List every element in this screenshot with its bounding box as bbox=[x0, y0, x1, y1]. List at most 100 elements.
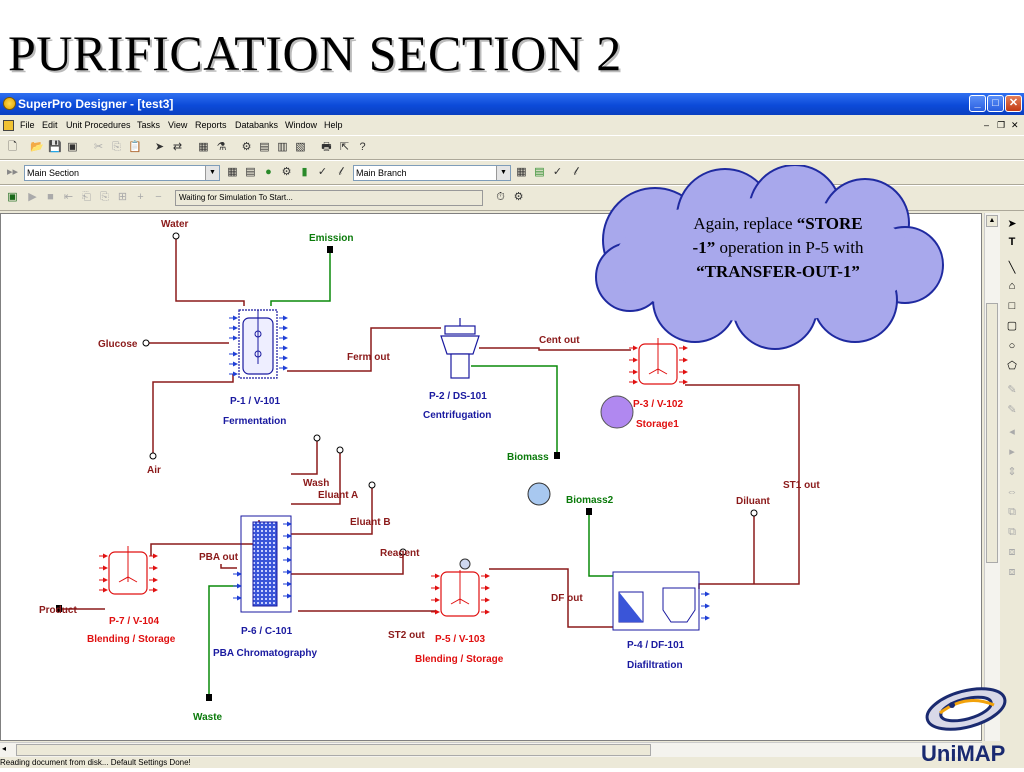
close-button[interactable]: ✕ bbox=[1005, 95, 1022, 112]
p1-id-label: P-1 / V-101 bbox=[230, 396, 280, 407]
horizontal-scroll-thumb[interactable] bbox=[16, 744, 651, 756]
align-left-icon[interactable]: ◂ bbox=[1009, 426, 1015, 438]
flask-icon[interactable]: ⚗ bbox=[216, 141, 227, 153]
menu-window[interactable]: Window bbox=[285, 120, 318, 130]
menu-view[interactable]: View bbox=[168, 120, 188, 130]
eluant-b-label: Eluant B bbox=[350, 517, 391, 528]
branch-combo[interactable]: Main Branch ▼ bbox=[353, 165, 511, 181]
st1-out-stream bbox=[685, 384, 800, 589]
align-horizontal-icon[interactable]: ⇔ bbox=[1006, 486, 1018, 498]
expand-icon[interactable]: ▸▸ bbox=[6, 166, 19, 178]
text-tool-icon[interactable]: T bbox=[1008, 236, 1016, 248]
color-tool-icon[interactable]: ✎ bbox=[1007, 404, 1017, 416]
bring-front-icon[interactable]: ⧈ bbox=[1008, 546, 1016, 558]
purple-marker bbox=[600, 395, 634, 429]
zoom-in-icon[interactable]: + bbox=[137, 191, 144, 203]
chart-icon[interactable]: ▧ bbox=[295, 141, 306, 153]
section-check-icon[interactable]: ✓ bbox=[317, 166, 328, 178]
section-data-icon[interactable]: ▤ bbox=[245, 166, 256, 178]
open-folder-icon[interactable]: 📂 bbox=[30, 141, 44, 153]
pointer-icon[interactable]: ➤ bbox=[154, 141, 165, 153]
report-icon[interactable]: ▤ bbox=[259, 141, 270, 153]
mdi-minimize-icon[interactable]: – bbox=[984, 120, 990, 130]
chevron-down-icon[interactable]: ▼ bbox=[205, 166, 219, 180]
polyline-tool-icon[interactable]: ⌂ bbox=[1008, 280, 1016, 292]
menu-databanks[interactable]: Databanks bbox=[235, 120, 279, 130]
send-back-icon[interactable]: ⧈ bbox=[1008, 566, 1016, 578]
select-pointer-icon[interactable]: ➤ bbox=[1007, 218, 1017, 230]
stream-table-icon[interactable]: ▥ bbox=[277, 141, 288, 153]
stop-icon[interactable]: ■ bbox=[47, 191, 54, 203]
rounded-rect-tool-icon[interactable]: ▢ bbox=[1006, 320, 1018, 332]
maximize-button[interactable]: □ bbox=[987, 95, 1004, 112]
cut-icon[interactable]: ✂ bbox=[93, 141, 104, 153]
callout-text: Again, replace “STORE -1” operation in P… bbox=[636, 212, 920, 284]
solve-icon[interactable]: ⚙ bbox=[241, 141, 252, 153]
section-combo[interactable]: Main Section ▼ bbox=[24, 165, 220, 181]
section-start-icon[interactable]: ● bbox=[265, 166, 272, 178]
branch-label-icon[interactable]: 𝓁 bbox=[573, 166, 578, 178]
scroll-left-icon[interactable]: ◂ bbox=[2, 744, 7, 753]
mdi-close-icon[interactable]: ✕ bbox=[1011, 120, 1019, 130]
help-icon[interactable]: ? bbox=[359, 141, 366, 153]
st1-out-label: ST1 out bbox=[783, 480, 820, 491]
context-help-icon[interactable]: ⇱ bbox=[339, 141, 350, 153]
menu-edit[interactable]: Edit bbox=[42, 120, 58, 130]
flowsheet-canvas[interactable]: Water Glucose Air Ferm out Cent out ST1 … bbox=[0, 213, 982, 741]
play-icon[interactable]: ▶ bbox=[28, 191, 37, 203]
speed-icon[interactable]: ⚙ bbox=[513, 191, 524, 203]
copy-icon[interactable]: ⎘ bbox=[112, 141, 121, 153]
animation-icon[interactable]: ⊞ bbox=[117, 191, 128, 203]
branch-check-icon[interactable]: ✓ bbox=[552, 166, 563, 178]
step-icon[interactable]: ⇤ bbox=[63, 191, 74, 203]
scroll-up-icon[interactable]: ▲ bbox=[986, 215, 998, 227]
biomass-label: Biomass bbox=[507, 452, 549, 463]
menu-unit-procedures[interactable]: Unit Procedures bbox=[66, 120, 131, 130]
ungroup-icon[interactable]: ⧉ bbox=[1008, 526, 1016, 538]
minimize-button[interactable]: _ bbox=[969, 95, 986, 112]
water-label: Water bbox=[161, 219, 189, 230]
ellipse-tool-icon[interactable]: ○ bbox=[1008, 340, 1016, 352]
chevron-down-icon[interactable]: ▼ bbox=[496, 166, 510, 180]
reagent-label: Reagent bbox=[380, 548, 420, 559]
section-properties-icon[interactable]: ▦ bbox=[227, 166, 238, 178]
line-tool-icon[interactable]: ╲ bbox=[1008, 262, 1016, 274]
group-icon[interactable]: ⧉ bbox=[1008, 506, 1016, 518]
calculator-icon[interactable]: ▦ bbox=[198, 141, 209, 153]
section-run-icon[interactable]: ▮ bbox=[301, 166, 308, 178]
save-all-icon[interactable]: ▣ bbox=[67, 141, 78, 153]
polygon-tool-icon[interactable]: ⬠ bbox=[1007, 360, 1017, 372]
glucose-label: Glucose bbox=[98, 339, 138, 350]
menu-file[interactable]: File bbox=[20, 120, 35, 130]
branch-properties-icon[interactable]: ▦ bbox=[516, 166, 527, 178]
simulation-icon[interactable]: ▣ bbox=[7, 191, 18, 203]
window-titlebar[interactable]: SuperPro Designer - [test3] _ □ ✕ bbox=[0, 93, 1024, 115]
section-label-icon[interactable]: 𝓁 bbox=[338, 166, 343, 178]
emission-sink-icon bbox=[327, 246, 333, 253]
superpro-app-icon[interactable] bbox=[3, 97, 16, 110]
save-icon[interactable]: 💾 bbox=[48, 141, 62, 153]
step-forward-icon[interactable]: ⎘ bbox=[100, 191, 109, 203]
step-back-icon[interactable]: ⎗ bbox=[82, 191, 91, 203]
horizontal-scrollbar[interactable]: ◂ bbox=[0, 742, 982, 757]
menu-tasks[interactable]: Tasks bbox=[137, 120, 161, 130]
section-scheduling-icon[interactable]: ⚙ bbox=[281, 166, 292, 178]
mdi-restore-icon[interactable]: ❐ bbox=[997, 120, 1006, 130]
rectangle-tool-icon[interactable]: □ bbox=[1008, 300, 1016, 312]
menu-help[interactable]: Help bbox=[324, 120, 343, 130]
timer-icon[interactable]: ⏱ bbox=[496, 191, 505, 203]
zoom-out-icon[interactable]: − bbox=[155, 191, 162, 203]
new-file-icon[interactable]: 🗋 bbox=[8, 141, 17, 153]
align-vertical-icon[interactable]: ⇕ bbox=[1007, 466, 1017, 478]
print-icon[interactable]: 🖶 bbox=[321, 141, 332, 153]
fill-tool-icon[interactable]: ✎ bbox=[1007, 384, 1017, 396]
vertical-scroll-thumb[interactable] bbox=[986, 303, 998, 563]
vertical-scrollbar[interactable]: ▲ bbox=[984, 213, 1000, 741]
connect-icon[interactable]: ⇄ bbox=[172, 141, 183, 153]
align-right-icon[interactable]: ▸ bbox=[1009, 446, 1015, 458]
branch-data-icon[interactable]: ▤ bbox=[534, 166, 545, 178]
paste-icon[interactable]: 📋 bbox=[128, 141, 142, 153]
document-icon[interactable] bbox=[3, 120, 14, 131]
menu-reports[interactable]: Reports bbox=[195, 120, 227, 130]
p2-id-label: P-2 / DS-101 bbox=[429, 391, 487, 402]
